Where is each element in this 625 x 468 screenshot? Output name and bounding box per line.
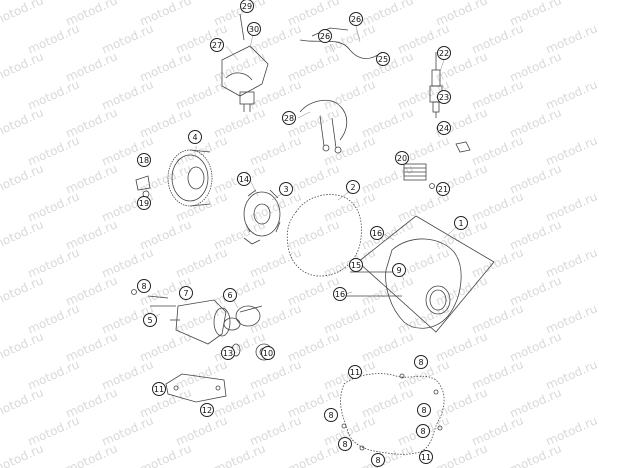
callout-18: 18 xyxy=(137,153,151,167)
callout-2: 2 xyxy=(346,180,360,194)
regulator xyxy=(403,163,435,189)
callout-26: 26 xyxy=(318,29,332,43)
gasket xyxy=(286,194,362,277)
callout-13: 13 xyxy=(221,346,235,360)
callout-7: 7 xyxy=(179,286,193,300)
callout-11: 11 xyxy=(348,365,362,379)
callout-8: 8 xyxy=(137,279,151,293)
callout-22: 22 xyxy=(437,46,451,60)
spark-plug xyxy=(429,52,443,118)
callout-25: 25 xyxy=(376,52,390,66)
callout-20: 20 xyxy=(395,151,409,165)
callout-1: 1 xyxy=(454,216,468,230)
callout-26: 26 xyxy=(349,12,363,26)
callout-3: 3 xyxy=(279,182,293,196)
callout-8: 8 xyxy=(416,424,430,438)
cable-bracket-assembly xyxy=(221,13,269,112)
wiring-harness xyxy=(299,27,383,154)
flywheel xyxy=(167,149,213,207)
callout-10: 10 xyxy=(261,346,275,360)
callout-24: 24 xyxy=(437,121,451,135)
callout-12: 12 xyxy=(200,403,214,417)
callout-16: 16 xyxy=(333,287,347,301)
starter-gear xyxy=(223,305,263,331)
callout-16: 16 xyxy=(370,226,384,240)
callout-30: 30 xyxy=(247,22,261,36)
callout-28: 28 xyxy=(282,111,296,125)
callout-8: 8 xyxy=(338,437,352,451)
callout-19: 19 xyxy=(137,196,151,210)
callout-11: 11 xyxy=(152,382,166,396)
callout-15: 15 xyxy=(349,258,363,272)
callout-8: 8 xyxy=(414,355,428,369)
callout-6: 6 xyxy=(223,288,237,302)
callout-4: 4 xyxy=(188,130,202,144)
lower-gasket xyxy=(340,373,445,455)
ignition-cover xyxy=(346,215,495,333)
callout-29: 29 xyxy=(240,0,254,13)
callout-8: 8 xyxy=(371,453,385,467)
callout-21: 21 xyxy=(436,182,450,196)
callout-27: 27 xyxy=(210,38,224,52)
callout-14: 14 xyxy=(237,172,251,186)
starter-motor xyxy=(131,289,231,345)
callout-8: 8 xyxy=(324,408,338,422)
sensor-18-19 xyxy=(135,175,151,198)
stator xyxy=(243,189,281,245)
callout-11: 11 xyxy=(419,450,433,464)
callout-8: 8 xyxy=(417,403,431,417)
callout-9: 9 xyxy=(392,263,406,277)
callout-5: 5 xyxy=(143,313,157,327)
guard-plate xyxy=(165,373,227,403)
callout-23: 23 xyxy=(437,90,451,104)
